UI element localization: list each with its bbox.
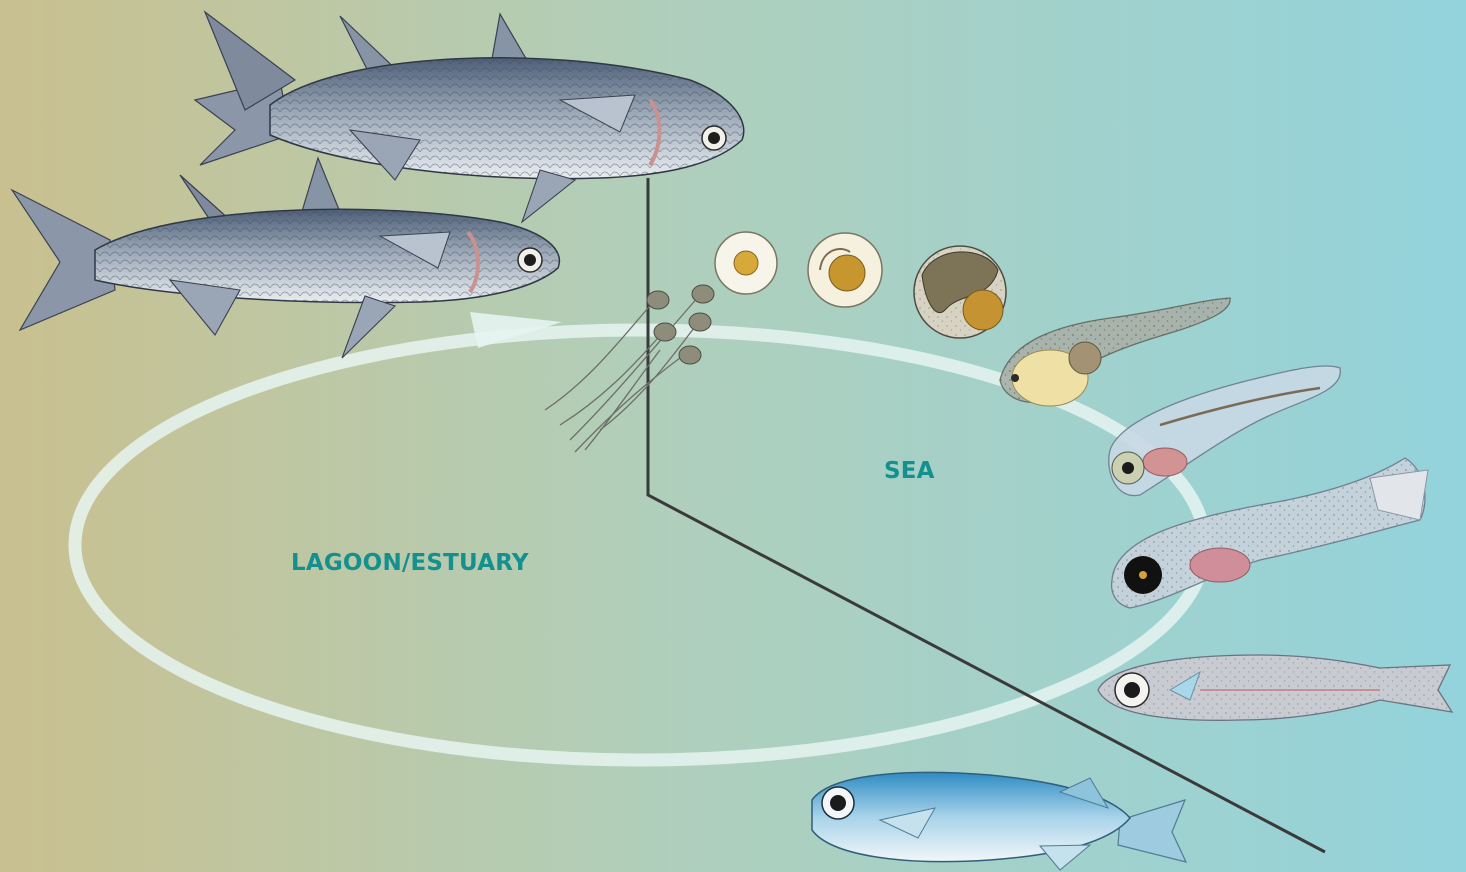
- egg-developing-icon: [808, 233, 882, 307]
- egg-early-icon: [715, 232, 777, 294]
- sea-label: SEA: [884, 458, 935, 484]
- egg-embryo-icon: [914, 246, 1006, 338]
- lagoon-estuary-label: LAGOON/ESTUARY: [291, 550, 529, 576]
